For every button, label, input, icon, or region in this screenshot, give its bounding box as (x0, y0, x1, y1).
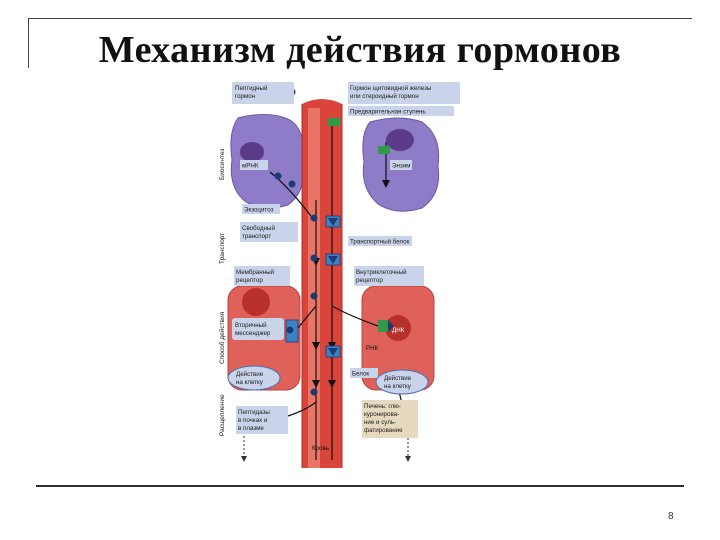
page-number: 8 (668, 511, 674, 522)
degradation-arrows (243, 436, 409, 458)
label-peptide-hormone-2: гормон (235, 93, 255, 100)
label-peptidases-1: Пептидазы (238, 409, 270, 416)
nucleus-left (240, 142, 264, 162)
nucleus-target-right (385, 315, 411, 341)
bottom-rule (36, 485, 684, 487)
label-thyroid-hormone-2: или стероидный гормон (350, 93, 419, 100)
label-thyroid-hormone-1: Гормон щитовидной железы (350, 85, 432, 92)
label-internal-receptor-1: Внутриклеточный (356, 269, 407, 276)
label-mrna: мРНК (242, 163, 259, 170)
label-blood: Кровь (312, 445, 329, 452)
label-enzyme: Энзим (392, 163, 410, 170)
label-second-messenger-2: мессенджер (235, 330, 271, 337)
side-label-mode-of-action: Способ действия (218, 311, 226, 364)
side-label-degradation: Расщепление (219, 394, 226, 436)
slide-title: Механизм действия гормонов (98, 29, 622, 71)
nucleus-target-left (242, 288, 270, 316)
label-peptidases-2: в почках и (238, 417, 268, 424)
degradation-arrow-heads (241, 456, 411, 462)
internal-receptor-block (378, 320, 388, 332)
label-peptidases-3: в плазме (238, 425, 264, 432)
label-peptide-hormone-1: Пептидный (235, 85, 268, 92)
label-dna: ДНК (392, 327, 405, 334)
label-free-transport-2: транспорт (242, 233, 271, 240)
label-membrane-receptor-2: рецептор (236, 277, 263, 284)
label-rna: РНК (366, 345, 379, 352)
label-action-right-2: на клетку (384, 383, 412, 390)
label-liver-4: фатирование (364, 427, 403, 434)
nucleus-right (386, 129, 414, 151)
frame-top-border (28, 18, 692, 19)
label-action-right-1: Действие (384, 375, 412, 382)
blood-vessel (301, 99, 343, 468)
label-protein: Белок (352, 371, 369, 378)
label-second-messenger-1: Вторичный (235, 322, 267, 329)
label-liver-3: ние и суль- (364, 419, 396, 426)
label-action-left-2: на клетку (236, 379, 264, 386)
label-precursor-stage: Предварительная ступень (350, 109, 426, 116)
side-label-transport: Транспорт (219, 233, 226, 264)
label-transport-protein: Транспортный белок (350, 239, 410, 246)
label-liver-2: куронирова- (364, 411, 399, 418)
side-label-biosynthesis: Биосинтез (219, 149, 226, 180)
label-action-left-1: Действие (236, 371, 264, 378)
frame-left-border (28, 18, 29, 68)
hormone-mechanism-diagram: Пептидный гормон Гормон щитовидной желез… (210, 80, 480, 485)
label-membrane-receptor-1: Мембранный (236, 269, 275, 276)
label-free-transport-1: Свободный (242, 225, 275, 232)
label-internal-receptor-2: рецептор (356, 277, 383, 284)
label-exocytosis: Экзоцитоз (244, 207, 274, 214)
label-liver-1: Печень: глю- (364, 403, 401, 410)
